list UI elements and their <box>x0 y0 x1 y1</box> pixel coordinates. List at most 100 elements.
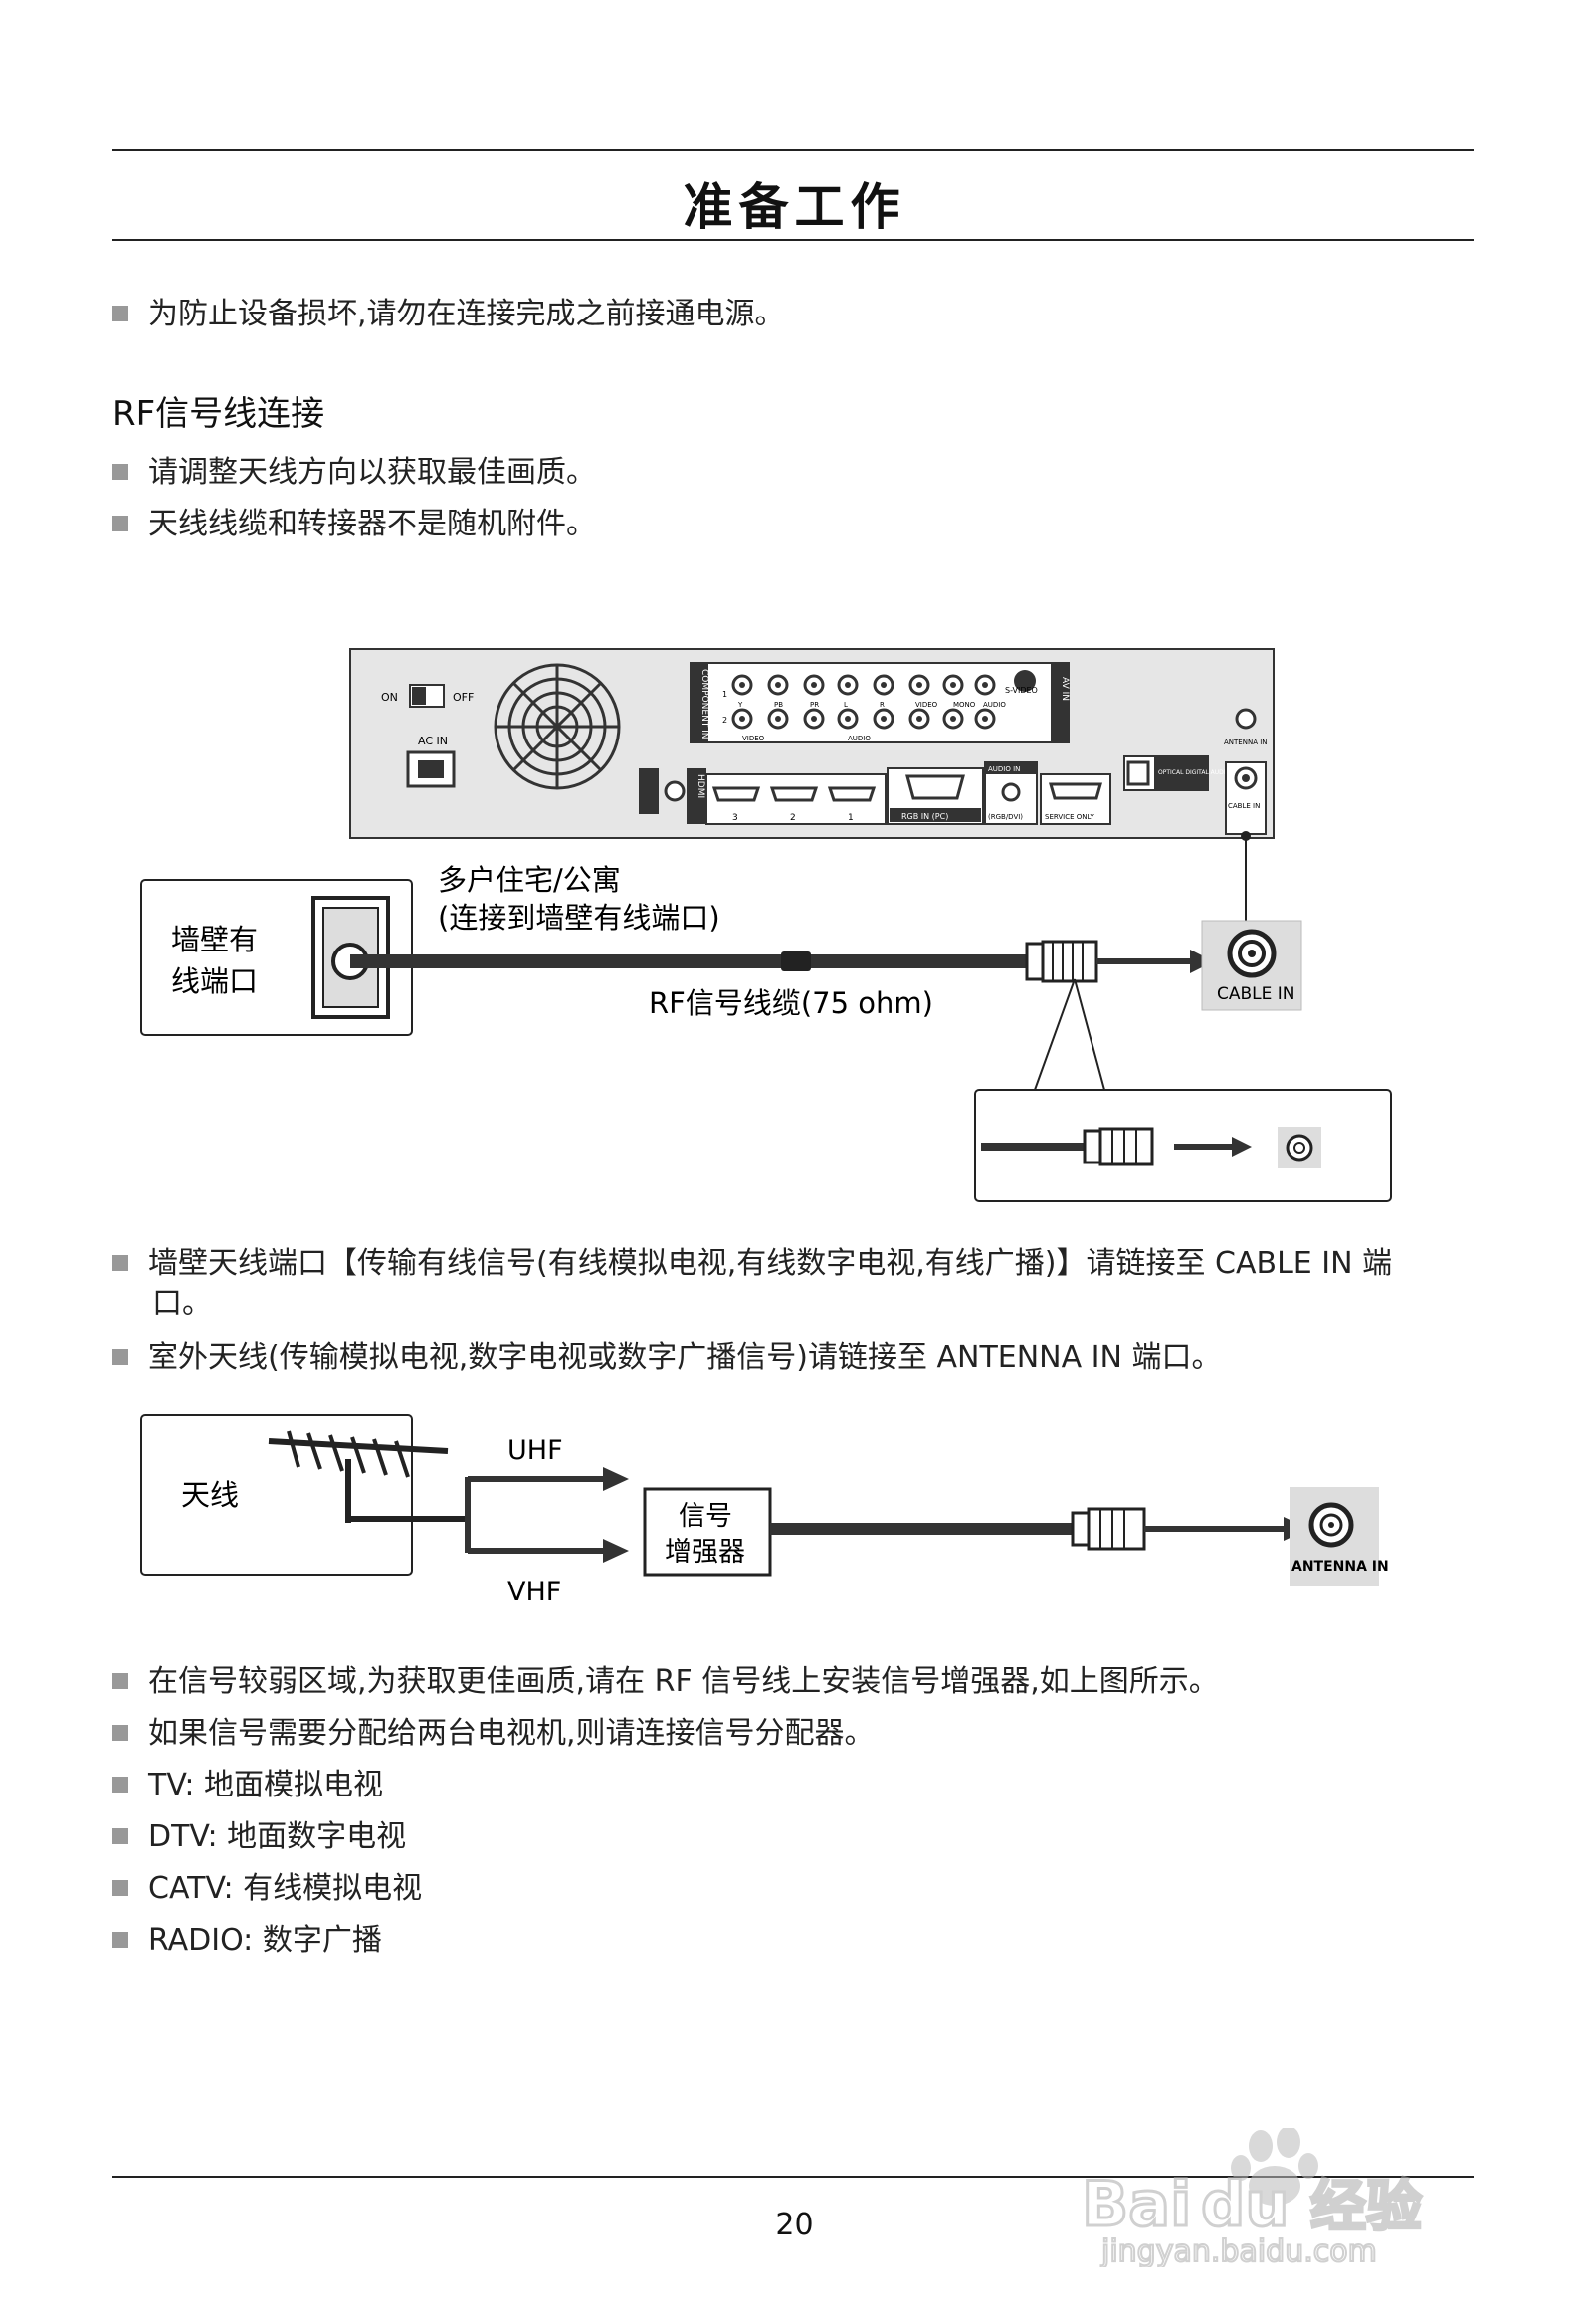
jack-label-y: Y <box>737 701 743 709</box>
arrow-right-icon <box>1232 1137 1252 1157</box>
top-rule <box>112 149 1474 151</box>
av-in-label: AV IN <box>1060 677 1070 701</box>
bullet-square-icon <box>112 464 128 480</box>
rf-bullet-2: 天线线缆和转接器不是随机附件。 <box>112 505 596 544</box>
ac-in-label: AC IN <box>418 735 448 747</box>
hdmi-number-2: 2 <box>790 813 796 823</box>
hdmi-number-1: 1 <box>848 813 854 823</box>
rca-jack-center <box>739 716 745 722</box>
rca-jack-center <box>775 682 781 688</box>
svg-text:经验: 经验 <box>1310 2175 1422 2239</box>
rca-jack-center <box>811 682 817 688</box>
uhf-label: UHF <box>507 1435 563 1466</box>
optical-label: OPTICAL DIGITAL AUDIO OUT <box>1158 769 1245 776</box>
watermark-url: jingyan.baidu.com <box>1100 2234 1377 2267</box>
rca-jack-center <box>982 682 988 688</box>
s-video-jack-icon <box>1014 670 1036 692</box>
footer-rule <box>112 2176 1474 2178</box>
rca-jack-center <box>739 682 745 688</box>
antenna-in-label: ANTENNA IN <box>1291 1559 1389 1575</box>
video-group-label: VIDEO <box>742 735 765 742</box>
rgb-in-label: RGB IN (PC) <box>901 812 948 821</box>
antenna-box <box>140 1414 413 1576</box>
info-bullet-2: 如果信号需要分配给两台电视机,则请连接信号分配器。 <box>112 1714 875 1754</box>
row1-number: 1 <box>722 690 727 699</box>
component-in-label: COMPONENT IN <box>699 669 709 739</box>
info-bullet-1: 在信号较弱区域,为获取更佳画质,请在 RF 信号线上安装信号增强器,如上图所示。 <box>112 1662 1219 1702</box>
f-connector-icon <box>1071 1507 1146 1551</box>
vhf-label: VHF <box>507 1577 561 1607</box>
bullet-square-icon <box>112 306 128 321</box>
cable-label: RF信号线缆(75 ohm) <box>649 986 933 1020</box>
cable-in-label: CABLE IN <box>1217 984 1295 1004</box>
bullet-square-icon <box>112 1880 128 1896</box>
jack-label-mono: MONO <box>953 701 976 709</box>
bullet-square-icon <box>112 1255 128 1271</box>
rca-jack-center <box>950 716 956 722</box>
jack-label-svideo: S-VIDEO <box>1005 686 1038 695</box>
antenna-label: 天线 <box>181 1478 239 1512</box>
rca-jack-center <box>916 682 922 688</box>
page-number: 20 <box>775 2208 814 2242</box>
arrow-right-icon <box>603 1467 629 1491</box>
rca-jacks <box>731 670 1036 730</box>
intro-bullet: 为防止设备损坏,请勿在连接完成之前接通电源。 <box>112 295 785 334</box>
rgb-dvi-label: (RGB/DVI) <box>988 813 1023 821</box>
hdmi-label: HDMI <box>695 774 705 798</box>
off-label: OFF <box>453 691 474 704</box>
booster-label-2: 增强器 <box>665 1537 745 1568</box>
row2-number: 2 <box>722 716 727 725</box>
jack-label-video: VIDEO <box>915 701 938 709</box>
rca-jack-center <box>845 716 851 722</box>
on-label: ON <box>381 691 398 704</box>
bullet-square-icon <box>112 1725 128 1741</box>
antenna-icon <box>268 1430 468 1523</box>
rca-jack-center <box>881 682 887 688</box>
rf-bullet-1: 请调整天线方向以获取最佳画质。 <box>112 453 596 493</box>
bullet-square-icon <box>112 1349 128 1365</box>
jack-label-l: L <box>844 701 848 709</box>
wall-port-label-1: 墙壁有 <box>171 923 258 956</box>
jack-label-pr: PR <box>810 701 819 709</box>
port-bullet-1: 墙壁天线端口【传输有线信号(有线模拟电视,有线数字电视,有线广播)】请链接至 C… <box>112 1244 1446 1324</box>
hdmi-number-3: 3 <box>732 813 738 823</box>
f-connector-detail-icon <box>1083 1127 1154 1166</box>
rca-jack-center <box>950 682 956 688</box>
audio-group-label: AUDIO <box>848 735 871 742</box>
antenna-in-small-label: ANTENNA IN <box>1224 739 1268 746</box>
title-rule <box>112 239 1474 241</box>
bullet-square-icon <box>112 1932 128 1948</box>
section-heading: RF信号线连接 <box>112 394 325 434</box>
rca-jack-center <box>982 716 988 722</box>
hdmi-ports <box>711 786 877 802</box>
info-bullet-6: RADIO: 数字广播 <box>112 1921 382 1961</box>
baidu-jingyan-watermark-logo: Bai du 经验 jingyan.baidu.com <box>1081 2128 1424 2267</box>
cable-in-small-label: CABLE IN <box>1228 802 1260 810</box>
info-bullet-4: DTV: 地面数字电视 <box>112 1817 406 1857</box>
signal-booster-box <box>643 1487 772 1577</box>
rca-jack-center <box>916 716 922 722</box>
rca-jack-center <box>881 716 887 722</box>
cable-in-jack: CABLE IN <box>1201 920 1302 1011</box>
rca-jack-center <box>775 716 781 722</box>
wall-port-label-2: 线端口 <box>171 964 258 998</box>
booster-label-1: 信号 <box>679 1501 732 1532</box>
bullet-square-icon <box>112 516 128 531</box>
bullet-square-icon <box>112 1777 128 1793</box>
page-title: 准备工作 <box>683 178 906 236</box>
audio-in-label: AUDIO IN <box>988 765 1020 773</box>
bullet-square-icon <box>112 1673 128 1689</box>
svg-text:du: du <box>1201 2168 1290 2240</box>
service-only-label: SERVICE ONLY <box>1045 813 1094 821</box>
antenna-in-jack: ANTENNA IN <box>1290 1487 1389 1586</box>
jack-label-audio: AUDIO <box>983 701 1006 709</box>
rca-jack-center <box>845 682 851 688</box>
f-connector-icon <box>1025 940 1098 983</box>
watermark-brand: Bai <box>1082 2168 1191 2240</box>
rca-jack-center <box>811 716 817 722</box>
tv-back-panel: ON OFF AC IN COMPONENT IN 2 1 S-VIDEO VI… <box>349 648 1275 839</box>
info-bullet-3: TV: 地面模拟电视 <box>112 1766 383 1805</box>
apartment-label-2: (连接到墙壁有线端口) <box>438 901 720 935</box>
info-bullet-5: CATV: 有线模拟电视 <box>112 1869 422 1909</box>
cable-connection-diagram: ON OFF AC IN COMPONENT IN 2 1 S-VIDEO VI… <box>140 648 1392 1202</box>
